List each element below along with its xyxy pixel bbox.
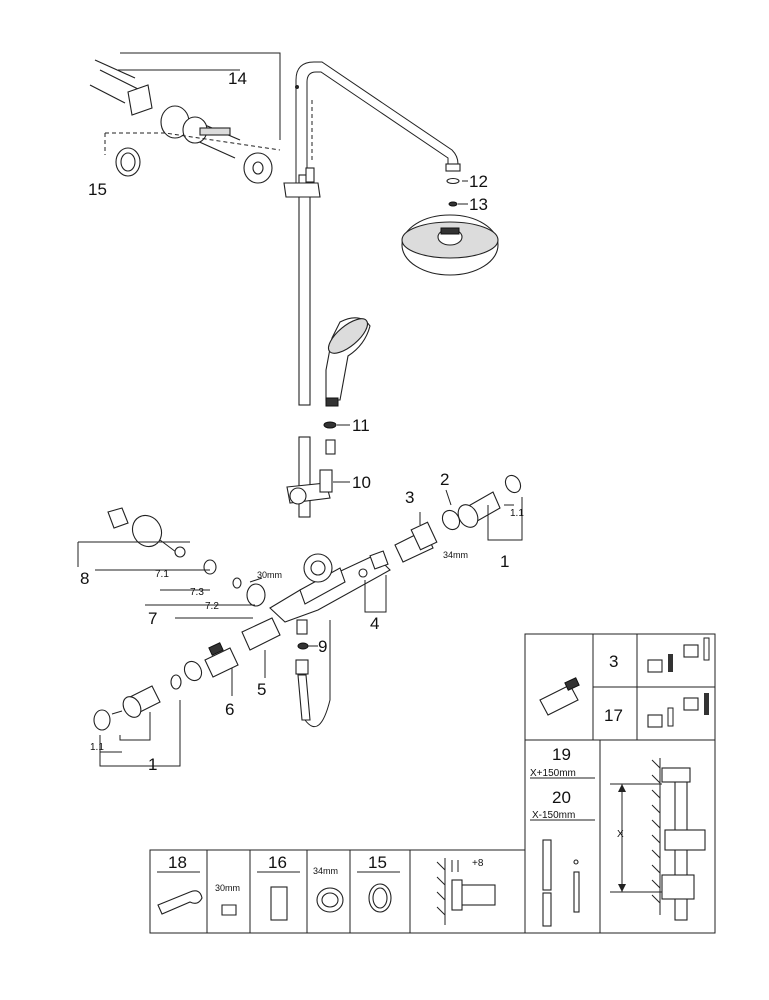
tools-table: 18 30mm 16 34mm 15 +8 [149,849,526,934]
callout-1-right: 1 [500,552,509,571]
wrench-icon [157,890,203,915]
callout-4: 4 [370,614,379,633]
wall-bracket-set [89,52,281,184]
cartridge-row1-number: 3 [609,652,618,671]
rail-19-number: 19 [552,745,571,764]
arm-outlet-nut [445,163,461,172]
nut-10 [325,439,336,455]
callout-15: 15 [88,180,107,199]
callout-7-1: 7.1 [155,569,169,580]
callout-6: 6 [225,700,234,719]
rail-20-number: 20 [552,788,571,807]
tool-15-number: 15 [368,853,387,872]
leader-lines [308,180,468,647]
nut-30mm-icon [221,904,237,916]
right-handle-parts [358,474,523,613]
cartridge-row2-number: 17 [604,706,623,725]
callout-11: 11 [352,416,370,435]
arm-pin [295,85,299,89]
riser-tube [298,174,311,406]
callout-14: 14 [228,69,247,88]
cartridge-tool-icon [270,886,288,921]
tool-18-number: 18 [168,853,187,872]
hand-shower [323,317,371,455]
washer-13 [448,201,458,207]
thermostat-icon-2 [647,693,709,728]
tool-34mm-label: 34mm [313,866,338,876]
rail-19-label: X+150mm [530,768,576,779]
lower-tube [298,436,311,518]
callout-1-1-right: 1.1 [510,508,524,519]
rail-20-label: X-150mm [532,810,575,821]
callout-2: 2 [440,470,449,489]
tool-30mm-label: 30mm [215,883,240,893]
callout-3: 3 [405,488,414,507]
callout-1-1-left: 1.1 [90,742,104,753]
callout-7-3: 7.3 [190,587,204,598]
rail-length-table: 19 X+150mm 20 X-150mm X [524,739,716,934]
callout-5: 5 [257,680,266,699]
callout-8: 8 [80,569,89,588]
washer-11 [323,421,337,429]
callout-9: 9 [318,637,327,656]
head-shower [401,177,499,276]
rail-x-label: X [617,829,624,840]
shower-arm [295,61,461,190]
tool-plus8-label: +8 [472,858,484,869]
thermostat-icon [647,637,710,673]
label-30mm: 30mm [257,570,282,580]
label-34mm: 34mm [443,550,468,560]
callout-1-left: 1 [148,755,157,774]
tool-16-number: 16 [268,853,287,872]
washer-9 [297,642,309,650]
left-lower-parts [93,617,281,767]
callout-labels: 14 15 12 13 11 10 2 3 1.1 1 34mm 4 8 7.1… [80,69,524,774]
left-upper-parts [77,507,266,619]
riser-rail [283,100,321,518]
callout-12: 12 [469,172,488,191]
rail-top-bracket [283,182,321,198]
slider [286,469,333,505]
washer-12 [446,177,460,185]
callout-10: 10 [352,473,371,492]
hose-connection [295,620,331,728]
callout-7-2: 7.2 [205,601,219,612]
callout-13: 13 [469,195,488,214]
callout-7: 7 [148,609,157,628]
cartridge-table: 3 17 [524,633,716,741]
